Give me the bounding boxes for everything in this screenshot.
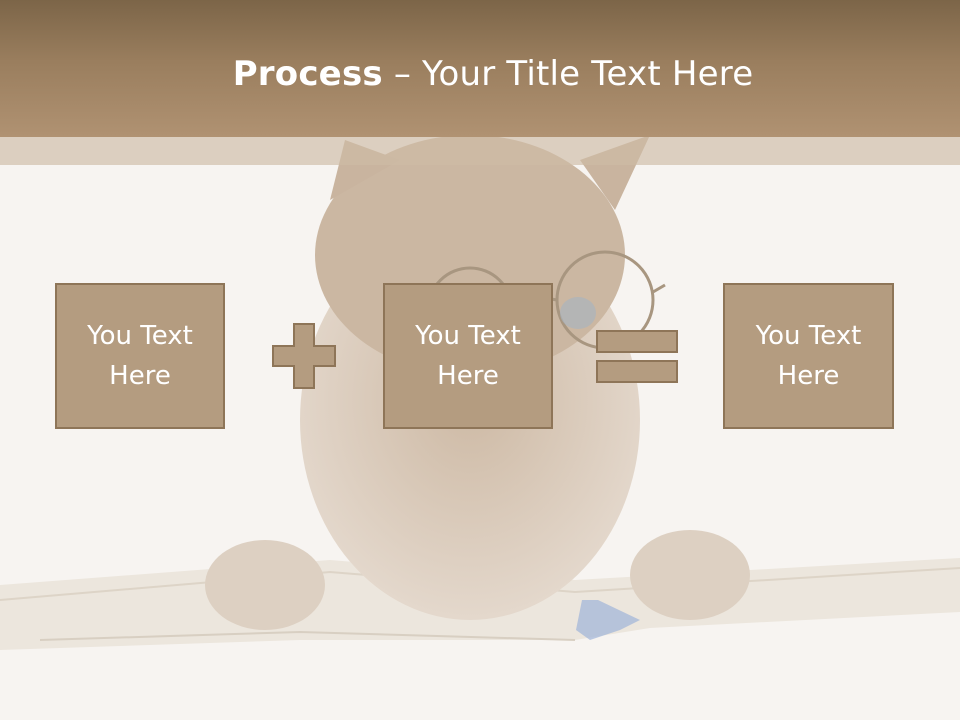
slide-title[interactable]: Process – Your Title Text Here	[0, 52, 960, 96]
title-rest: – Your Title Text Here	[382, 54, 754, 94]
process-box-3-line1: You Text	[755, 321, 862, 351]
title-banner	[0, 0, 960, 137]
process-box-1-line1: You Text	[87, 321, 193, 351]
process-box-2-line2: Here	[437, 361, 499, 391]
process-box-3-line2: Here	[777, 361, 840, 391]
equals-icon	[596, 330, 678, 383]
title-bold: Process	[232, 54, 383, 94]
process-box-2[interactable]: You Text Here	[383, 283, 553, 429]
process-box-1-line2: Here	[109, 361, 171, 391]
process-box-3[interactable]: You Text Here	[723, 283, 894, 429]
process-box-2-line1: You Text	[415, 321, 521, 351]
process-box-1[interactable]: You Text Here	[55, 283, 225, 429]
plus-icon	[272, 323, 336, 389]
banner-accent-strip	[0, 137, 960, 165]
